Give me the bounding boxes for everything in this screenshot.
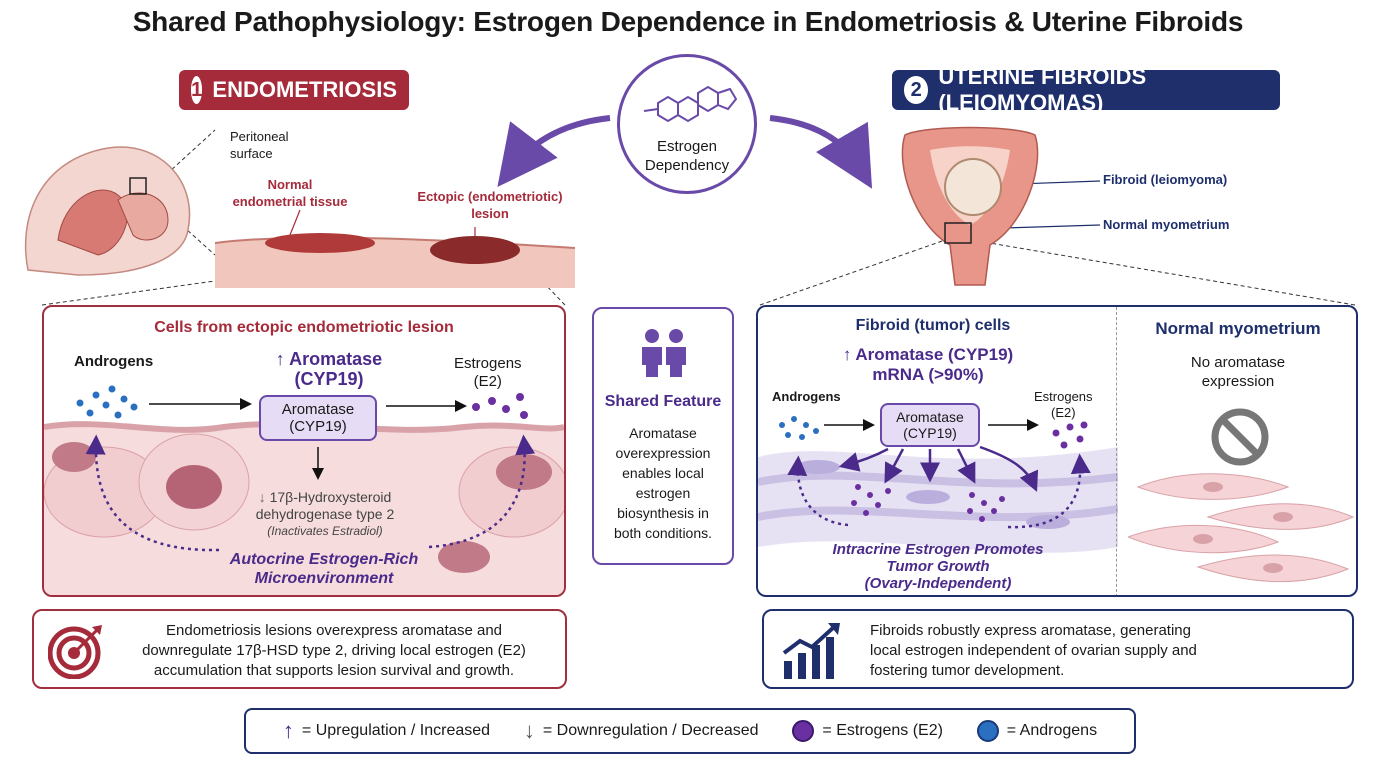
normal-tissue-label: Normal endometrial tissue: [232, 177, 348, 209]
panel-divider: [1116, 307, 1117, 595]
fibroid-estrogens-label: Estrogens (E2): [1034, 389, 1093, 420]
down-arrow-icon: ↓: [523, 718, 535, 743]
fibroid-aromatase-enzyme: Aromatase (CYP19): [880, 403, 980, 447]
fibroid-pathway-arrows: [779, 416, 1091, 529]
endometriosis-panel-title: Cells from ectopic endometriotic lesion: [154, 319, 454, 336]
legend: ↑ = Upregulation / Increased ↓ = Downreg…: [244, 708, 1136, 754]
prohibited-icon: [1211, 408, 1269, 466]
ectopic-lesion-blob: [430, 236, 520, 264]
estrogen-label-line2: Dependency: [644, 157, 730, 174]
endo-aromatase-up: ↑ Aromatase (CYP19): [275, 349, 383, 389]
legend-androgens: = Androgens: [976, 720, 1097, 742]
shared-feature-text: Aromatase overexpression enables local e…: [613, 425, 713, 541]
intracrine-label: Intracrine Estrogen Promotes Tumor Growt…: [832, 541, 1044, 592]
endo-aromatase-enzyme: Aromatase (CYP19): [259, 395, 377, 441]
estrogen-dependency-circle: Estrogen Dependency: [617, 54, 757, 194]
estrogen-label-line1: Estrogen: [656, 138, 718, 155]
androgen-dots: [779, 416, 819, 440]
fibroid-summary-text: Fibroids robustly express aromatase, gen…: [870, 622, 1197, 679]
endometriosis-summary-text: Endometriosis lesions overexpress aromat…: [142, 622, 526, 679]
fibroid-label: Fibroid (leiomyoma): [1103, 172, 1228, 187]
page-title: Shared Pathophysiology: Estrogen Depende…: [132, 6, 1244, 37]
estrogen-dots: [1052, 421, 1088, 449]
shared-feature-title: Shared Feature: [604, 393, 722, 410]
endometrial-cells-bg: [44, 421, 564, 595]
peritoneal-label: Peritoneal surface: [230, 129, 289, 161]
endometriosis-summary-box: Endometriosis lesions overexpress aromat…: [32, 609, 567, 689]
androgen-dots: [76, 385, 138, 419]
ectopic-lesion-label: Ectopic (endometriotic) lesion: [417, 189, 563, 221]
up-arrow-icon: ↑: [842, 345, 852, 364]
endo-pathway-arrows: [76, 385, 536, 552]
down-arrow-icon: ↓: [258, 489, 266, 505]
fibroid-icon: [944, 158, 1002, 216]
uterus-illustration: [901, 126, 1039, 286]
normal-myometrium-title: Normal myometrium: [1155, 319, 1321, 338]
growth-chart-icon: [782, 623, 840, 679]
up-arrow-icon: ↑: [282, 718, 294, 743]
estrogen-dot-icon: [792, 720, 815, 742]
section-number-1: 1: [191, 76, 203, 104]
endo-androgens-label: Androgens: [74, 353, 154, 370]
fibroid-panel-title: Fibroid (tumor) cells: [855, 317, 1011, 334]
endometriosis-header: 1 ENDOMETRIOSIS: [179, 70, 409, 110]
fibroid-summary-box: Fibroids robustly express aromatase, gen…: [762, 609, 1354, 689]
fibroid-androgens-label: Androgens: [772, 389, 841, 404]
shared-feature-box: Shared Feature Aromatase overexpression …: [592, 307, 734, 565]
legend-down: ↓ = Downregulation / Decreased: [523, 718, 759, 743]
fibroid-cell-panel: Fibroid (tumor) cells ↑ Aromatase (CYP19…: [756, 305, 1358, 597]
estrogen-dots: [472, 393, 528, 419]
people-icon: [642, 329, 686, 377]
endometriosis-header-label: ENDOMETRIOSIS: [212, 77, 397, 102]
normal-tissue-blob: [265, 233, 375, 253]
autocrine-label: Autocrine Estrogen-Rich Microenvironment: [229, 551, 419, 587]
section-number-2: 2: [904, 76, 929, 104]
legend-up: ↑ = Upregulation / Increased: [282, 718, 491, 743]
endometriosis-cell-panel: Cells from ectopic endometriotic lesion …: [42, 305, 566, 597]
intracellular-estrogen-dots: [851, 484, 1005, 522]
peritoneal-tissue-strip: [215, 233, 575, 288]
myometrium-cells-illustration: [1128, 473, 1355, 582]
up-arrow-icon: ↑: [275, 349, 285, 369]
myometrium-label: Normal myometrium: [1103, 217, 1230, 232]
endo-estrogens-label: Estrogens (E2): [454, 355, 522, 390]
fibroid-aromatase-up: ↑ Aromatase (CYP19) mRNA (>90%): [842, 345, 1014, 384]
hsd-label: ↓ 17β-Hydroxysteroid dehydrogenase type …: [255, 489, 395, 538]
fibroids-header: 2 UTERINE FIBROIDS (LEIOMYOMAS): [892, 64, 1280, 115]
legend-estrogens: = Estrogens (E2): [792, 720, 943, 742]
arrow-to-endometriosis: [497, 115, 611, 188]
pelvis-illustration: [24, 146, 191, 276]
fibroids-header-label: UTERINE FIBROIDS (LEIOMYOMAS): [938, 64, 1147, 115]
no-aromatase-text: No aromatase expression: [1190, 354, 1286, 390]
target-icon: [48, 625, 102, 679]
arrow-to-fibroids: [769, 115, 873, 189]
androgen-dot-icon: [976, 720, 999, 742]
steroid-molecule-icon: [643, 85, 738, 123]
